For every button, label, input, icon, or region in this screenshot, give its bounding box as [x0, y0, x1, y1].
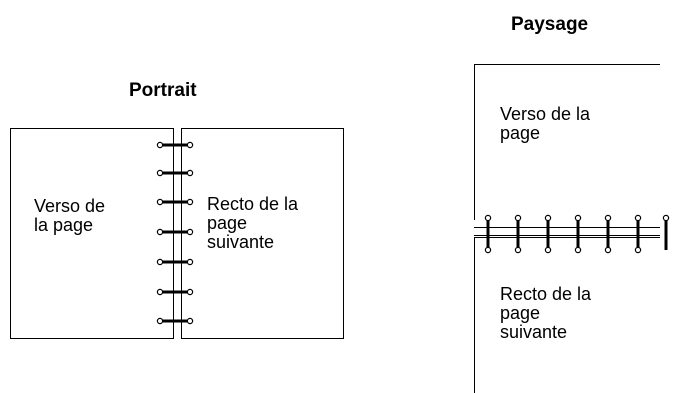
landscape-top-page — [474, 64, 660, 220]
landscape-bottom-page-label-line2: page — [500, 303, 541, 323]
landscape-ring-hole-top — [544, 214, 552, 222]
portrait-right-page-label-line1: Recto de la — [207, 194, 299, 214]
portrait-ring-hole-right — [186, 288, 194, 296]
landscape-ring-hole-top — [484, 214, 492, 222]
portrait-left-page-label-line1: Verso de — [34, 196, 106, 216]
portrait-ring-hole-right — [186, 141, 194, 149]
landscape-ring-hole-bottom — [604, 246, 612, 254]
landscape-top-page-label-line1: Verso de la — [500, 104, 591, 124]
landscape-bottom-page-label-line1: Recto de la — [500, 284, 592, 304]
portrait-ring-hole-right — [186, 317, 194, 325]
landscape-ring-hole-top — [634, 214, 642, 222]
landscape-ring-hole-top — [514, 214, 522, 222]
portrait-ring-hole-right — [186, 198, 194, 206]
landscape-ring-hole-bottom — [484, 246, 492, 254]
portrait-ring-hole-left — [156, 169, 164, 177]
landscape-bottom-page — [474, 237, 660, 393]
portrait-ring-hole-left — [156, 228, 164, 236]
portrait-right-page-label-line3: suivante — [207, 232, 275, 252]
portrait-right-page-label-line2: page — [207, 213, 248, 233]
landscape-ring-hole-bottom — [574, 246, 582, 254]
portrait-ring-hole-left — [156, 141, 164, 149]
portrait-ring-hole-left — [156, 258, 164, 266]
portrait-ring-hole-right — [186, 169, 194, 177]
landscape-title: Paysage — [511, 14, 589, 35]
landscape-ring-hole-bottom — [634, 246, 642, 254]
landscape-ring-hole-bottom — [514, 246, 522, 254]
portrait-title: Portrait — [129, 80, 197, 101]
portrait-binding-rings — [156, 141, 194, 325]
landscape-bottom-page-label-line3: suivante — [500, 322, 568, 342]
landscape-ring-hole-top — [574, 214, 582, 222]
landscape-ring-hole-top — [662, 214, 670, 222]
portrait-left-page-label-line2: la page — [34, 215, 94, 235]
landscape-ring-hole-top — [604, 214, 612, 222]
landscape-binding-rings — [484, 214, 670, 254]
landscape-ring-hole-bottom — [544, 246, 552, 254]
portrait-ring-hole-left — [156, 317, 164, 325]
portrait-ring-hole-left — [156, 198, 164, 206]
portrait-ring-hole-right — [186, 228, 194, 236]
portrait-ring-hole-right — [186, 258, 194, 266]
landscape-top-page-label-line2: page — [500, 123, 541, 143]
portrait-ring-hole-left — [156, 288, 164, 296]
